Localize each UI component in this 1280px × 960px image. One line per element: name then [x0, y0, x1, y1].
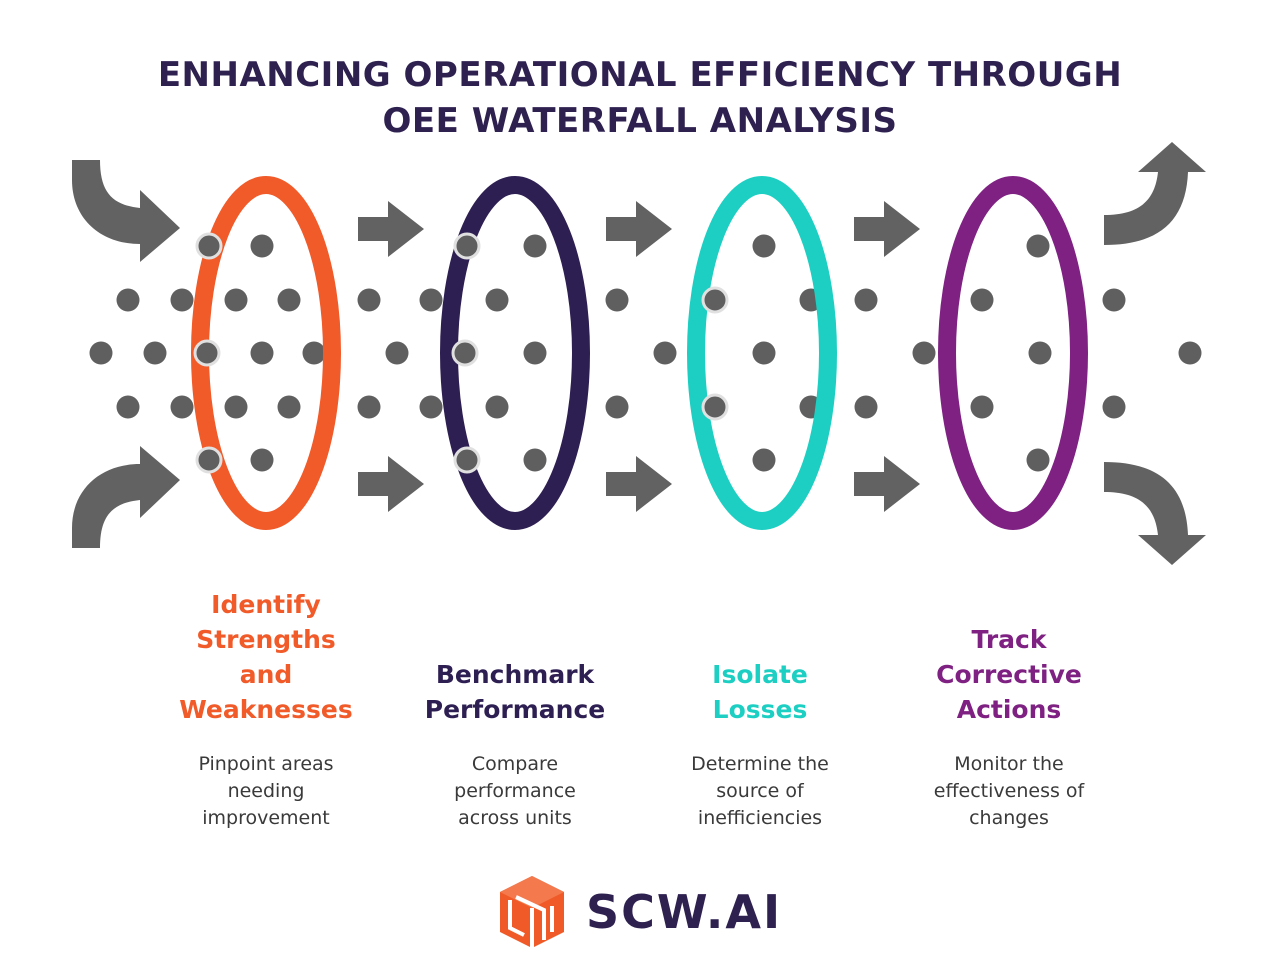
dot — [224, 288, 248, 312]
dot — [143, 341, 167, 365]
dot — [224, 395, 248, 419]
dot — [419, 288, 443, 312]
ring-4 — [938, 176, 1088, 530]
dot — [357, 288, 381, 312]
dot — [1102, 288, 1126, 312]
step-1-title: Identify Strengths and Weaknesses — [179, 590, 353, 724]
step-3: Isolate Losses Determine the source of i… — [645, 587, 875, 832]
dot — [523, 341, 547, 365]
ring-dot — [701, 393, 729, 421]
brand-logo: SCW.AI — [496, 870, 782, 954]
dot — [250, 234, 274, 258]
curved-arrow-in-bottom-icon — [72, 446, 180, 548]
ring-dot — [453, 446, 481, 474]
dot — [970, 288, 994, 312]
ring-dot — [195, 446, 223, 474]
right-arrow-icon — [358, 201, 424, 257]
step-2-description: Compare performance across units — [454, 753, 576, 829]
dot — [1102, 395, 1126, 419]
dot — [854, 288, 878, 312]
dot — [523, 234, 547, 258]
curved-arrow-in-top-icon — [72, 160, 180, 262]
dot — [752, 234, 776, 258]
dot — [250, 341, 274, 365]
curved-arrow-out-top-icon — [1104, 142, 1206, 245]
dot — [1026, 448, 1050, 472]
step-2-title: Benchmark Performance — [424, 660, 606, 724]
curved-arrow-out-bottom-icon — [1104, 462, 1206, 565]
dot — [485, 288, 509, 312]
right-arrow-icon — [854, 201, 920, 257]
step-3-title: Isolate Losses — [712, 660, 808, 724]
dot — [250, 448, 274, 472]
right-arrow-icon — [606, 456, 672, 512]
ring-dot — [195, 232, 223, 260]
dot — [116, 395, 140, 419]
logo-wordmark: SCW.AI — [586, 885, 783, 939]
dot — [116, 288, 140, 312]
dot — [854, 395, 878, 419]
ring-dot — [701, 286, 729, 314]
dot — [277, 288, 301, 312]
dot — [523, 448, 547, 472]
page-title: ENHANCING OPERATIONAL EFFICIENCY THROUGH… — [0, 52, 1280, 144]
dot — [605, 395, 629, 419]
title-line-2: OEE WATERFALL ANALYSIS — [382, 101, 898, 141]
step-4: Track Corrective Actions Monitor the eff… — [894, 587, 1124, 832]
step-2: Benchmark Performance Compare performanc… — [400, 587, 630, 832]
dot — [277, 395, 301, 419]
cube-logo-icon — [500, 876, 564, 948]
right-arrow-icon — [358, 456, 424, 512]
right-arrow-icon — [854, 456, 920, 512]
dot — [970, 395, 994, 419]
dot — [170, 395, 194, 419]
ring-dot — [453, 232, 481, 260]
dot — [302, 341, 326, 365]
dot — [419, 395, 443, 419]
dot — [752, 341, 776, 365]
dot — [385, 341, 409, 365]
step-4-title: Track Corrective Actions — [936, 625, 1082, 724]
right-arrow-icon — [606, 201, 672, 257]
dot — [1026, 234, 1050, 258]
ring-2 — [440, 176, 590, 530]
step-1: Identify Strengths and Weaknesses Pinpoi… — [151, 587, 381, 832]
ring-dot — [193, 339, 221, 367]
dot — [89, 341, 113, 365]
title-line-1: ENHANCING OPERATIONAL EFFICIENCY THROUGH — [157, 55, 1123, 95]
dot — [653, 341, 677, 365]
dot — [485, 395, 509, 419]
dot — [170, 288, 194, 312]
dot — [1028, 341, 1052, 365]
dot — [357, 395, 381, 419]
step-1-description: Pinpoint areas needing improvement — [198, 753, 334, 829]
flow-diagram — [72, 142, 1206, 565]
dot — [752, 448, 776, 472]
ring-3 — [687, 176, 837, 530]
dot — [1178, 341, 1202, 365]
dot — [605, 288, 629, 312]
step-4-description: Monitor the effectiveness of changes — [933, 753, 1085, 829]
ring-dot — [451, 339, 479, 367]
dot — [912, 341, 936, 365]
step-3-description: Determine the source of inefficiencies — [691, 753, 829, 829]
